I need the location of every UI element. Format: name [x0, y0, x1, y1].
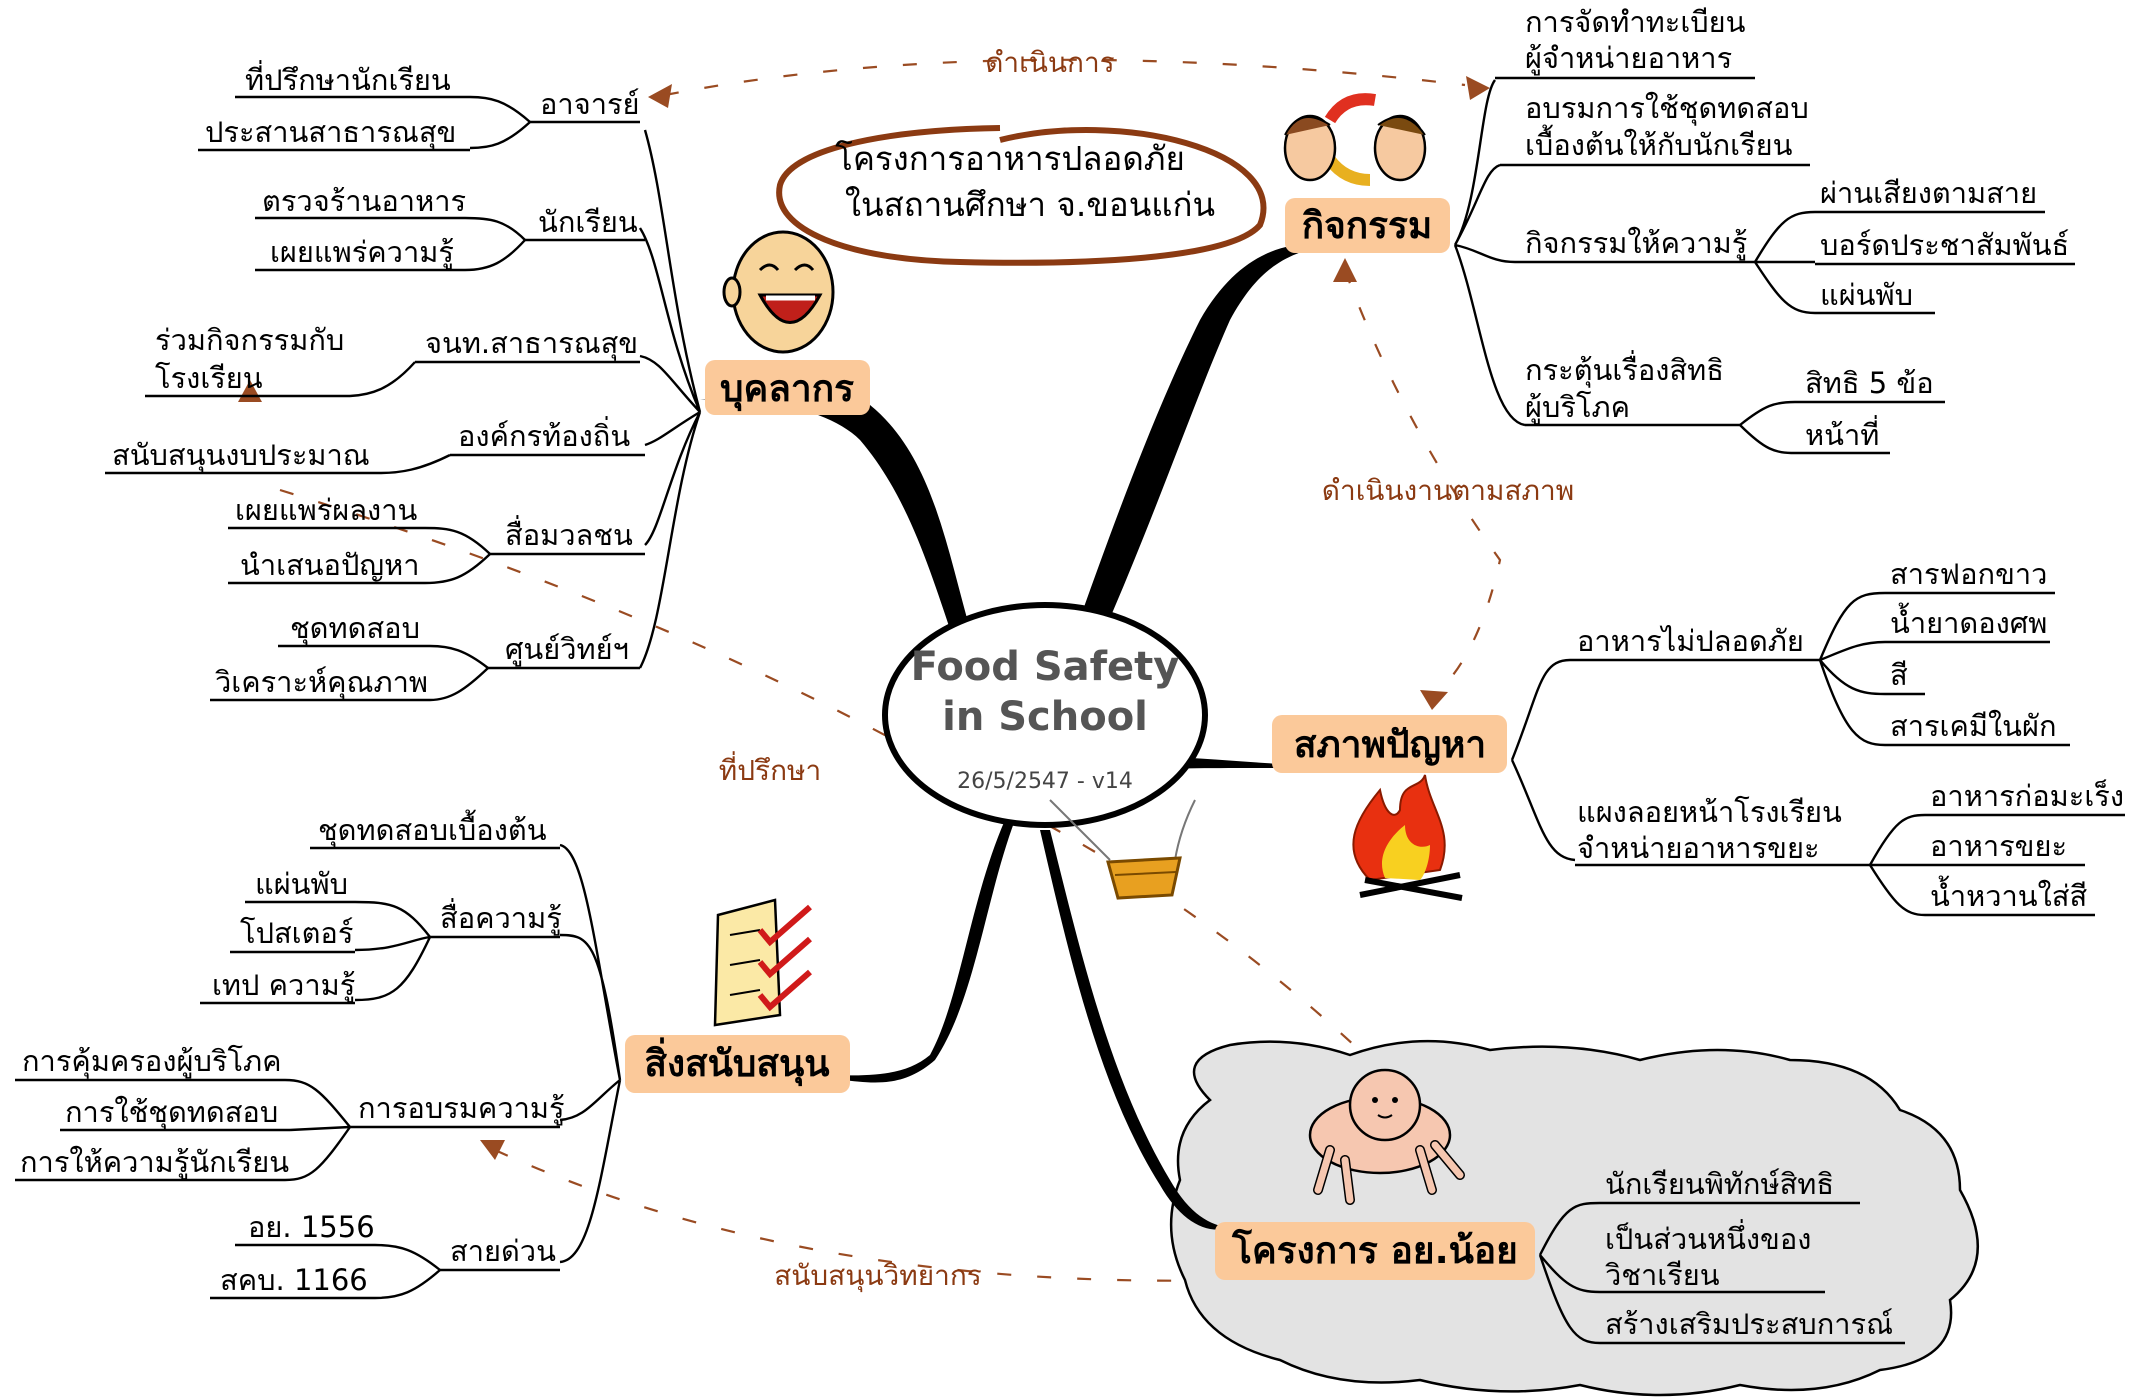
node-teacher-child-2[interactable]: ประสานสาธารณสุข: [205, 115, 456, 150]
arrowhead: [1466, 76, 1490, 100]
node-health-officer[interactable]: จนท.สาธารณสุข: [425, 326, 638, 361]
node-support-hotline[interactable]: สายด่วน: [450, 1234, 556, 1268]
node-training-line1[interactable]: อบรมการใช้ชุดทดสอบ: [1525, 91, 1809, 126]
node-unsafe-food[interactable]: อาหารไม่ปลอดภัย: [1577, 624, 1804, 658]
node-student-child-1[interactable]: ตรวจร้านอาหาร: [262, 184, 466, 218]
category-support[interactable]: สิ่งสนับสนุน: [644, 1037, 829, 1087]
relationship-label-operate: ดำเนินการ: [985, 46, 1114, 79]
node-teacher-child-1[interactable]: ที่ปรึกษานักเรียน: [245, 60, 451, 97]
node-student-child-2[interactable]: เผยแพร่ความรู้: [270, 235, 454, 270]
node-vendors-child-2[interactable]: อาหารขยะ: [1930, 829, 2067, 863]
category-young-fda[interactable]: โครงการ อย.น้อย: [1231, 1228, 1518, 1272]
category-box: [1215, 1222, 1535, 1280]
central-title-line1: Food Safety: [911, 644, 1180, 690]
category-box: [1285, 198, 1450, 253]
crawling-baby-icon: [1308, 1068, 1465, 1205]
central-ellipse: [882, 602, 1208, 828]
node-vendors-line1[interactable]: แผงลอยหน้าโรงเรียน: [1577, 795, 1842, 829]
category-activities[interactable]: กิจกรรม: [1302, 204, 1433, 247]
node-science-center-child-2[interactable]: วิเคราะห์คุณภาพ: [215, 665, 428, 700]
node-vendors-child-1[interactable]: อาหารก่อมะเร็ง: [1930, 778, 2124, 813]
node-rights-line2[interactable]: ผู้บริโภค: [1525, 390, 1630, 425]
node-rights-child-2[interactable]: หน้าที่: [1805, 415, 1879, 452]
node-young-fda-child-3[interactable]: วิชาเรียน: [1605, 1258, 1720, 1292]
project-title: โครงการอาหารปลอดภัย ในสถานศึกษา จ.ขอนแก่…: [776, 125, 1267, 266]
node-support-media-child-1[interactable]: ชุดทดสอบเบื้องต้น: [318, 809, 547, 848]
node-support-training-child-3[interactable]: การให้ความรู้นักเรียน: [20, 1145, 289, 1180]
node-media-child-2[interactable]: นำเสนอปัญหา: [240, 548, 419, 582]
relationship-line-operate: [664, 58, 1466, 97]
node-support-training-child-1[interactable]: การคุ้มครองผู้บริโภค: [22, 1044, 282, 1079]
laughing-face-icon: [722, 230, 835, 354]
node-local-org[interactable]: องค์กรท้องถิ่น: [458, 416, 630, 453]
version-text: 26/5/2547 - v14: [957, 769, 1133, 794]
relationship-label-advisor: ที่ปรึกษา: [719, 751, 821, 787]
node-young-fda-child-2[interactable]: เป็นส่วนหนึ่งของ: [1605, 1219, 1811, 1256]
central-node[interactable]: Food Safety in School 26/5/2547 - v14: [882, 602, 1208, 828]
relationship-line-by-condition: [1343, 269, 1502, 691]
node-health-officer-child-1[interactable]: ร่วมกิจกรรมกับ: [155, 323, 344, 357]
relationship-line-advisor: [279, 488, 1371, 1061]
node-support-media-child-2[interactable]: แผ่นพับ: [255, 867, 348, 901]
category-box: [705, 360, 870, 415]
node-vendors-child-3[interactable]: น้ำหวานใส่สี: [1930, 875, 2087, 913]
arrowhead: [1333, 258, 1357, 282]
central-title-line2: in School: [942, 694, 1148, 740]
category-box: [1272, 715, 1507, 773]
node-support-media[interactable]: สื่อความรู้: [440, 898, 562, 936]
node-support-hotline-child-2[interactable]: สคบ. 1166: [220, 1263, 368, 1297]
node-teacher[interactable]: อาจารย์: [540, 87, 640, 121]
branch-activities: กิจกรรม การจัดทำทะเบียน ผู้จำหน่ายอาหาร …: [1283, 5, 2075, 455]
checklist-icon: [713, 898, 812, 1027]
node-support-hotline-child-1[interactable]: อย. 1556: [248, 1210, 375, 1244]
relationship-label-by-condition: ดำเนินงานตามสภาพ: [1322, 474, 1574, 507]
node-unsafe-food-child-2[interactable]: น้ำยาดองศพ: [1890, 602, 2047, 640]
node-education-child-3[interactable]: แผ่นพับ: [1820, 278, 1913, 312]
node-science-center[interactable]: ศูนย์วิทย์ฯ: [505, 632, 629, 667]
node-local-org-child-1[interactable]: สนับสนุนงบประมาณ: [112, 438, 370, 473]
node-support-training[interactable]: การอบรมความรู้: [358, 1091, 565, 1126]
node-student[interactable]: นักเรียน: [538, 205, 638, 239]
node-support-media-child-3[interactable]: โปสเตอร์: [240, 916, 353, 950]
arrowhead: [480, 1140, 505, 1160]
node-education-child-2[interactable]: บอร์ดประชาสัมพันธ์: [1820, 228, 2069, 262]
node-rights-line1[interactable]: กระตุ้นเรื่องสิทธิ: [1525, 350, 1724, 388]
node-young-fda-child-1[interactable]: นักเรียนพิทักษ์สิทธิ: [1605, 1167, 1834, 1201]
exchange-people-icon: [1283, 93, 1427, 186]
node-science-center-child-1[interactable]: ชุดทดสอบ: [290, 611, 420, 646]
branch-personnel: บุคลากร อาจารย์ ที่ปรึกษานักเรียน ประสาน…: [105, 60, 870, 702]
node-registration-line2[interactable]: ผู้จำหน่ายอาหาร: [1525, 41, 1732, 76]
node-vendors-line2[interactable]: จำหน่ายอาหารขยะ: [1577, 831, 1820, 865]
project-title-line1: โครงการอาหารปลอดภัย: [835, 139, 1185, 178]
node-education[interactable]: กิจกรรมให้ความรู้: [1525, 226, 1747, 261]
node-unsafe-food-child-1[interactable]: สารฟอกขาว: [1890, 557, 2047, 591]
node-rights-child-1[interactable]: สิทธิ 5 ข้อ: [1805, 366, 1934, 400]
node-unsafe-food-child-4[interactable]: สารเคมีในผัก: [1890, 709, 2057, 743]
branch-problems: สภาพปัญหา อาหารไม่ปลอดภัย สารฟอกขาว น้ำย…: [1272, 557, 2125, 917]
arrowhead: [1420, 690, 1448, 710]
node-media[interactable]: สื่อมวลชน: [505, 515, 633, 552]
node-young-fda-child-4[interactable]: สร้างเสริมประสบการณ์: [1605, 1307, 1893, 1341]
node-education-child-1[interactable]: ผ่านเสียงตามสาย: [1820, 176, 2037, 210]
balloon-basket-icon: [1049, 799, 1196, 900]
node-health-officer-child-2[interactable]: โรงเรียน: [155, 361, 263, 395]
campfire-icon: [1352, 774, 1463, 901]
project-title-line2: ในสถานศึกษา จ.ขอนแก่น: [845, 185, 1215, 224]
category-personnel[interactable]: บุคลากร: [720, 367, 854, 412]
node-media-child-1[interactable]: เผยแพร่ผลงาน: [235, 493, 417, 527]
relationship-label-support: สนับสนุนวิทยากร: [774, 1259, 982, 1293]
category-box: [625, 1035, 850, 1093]
node-support-training-child-2[interactable]: การใช้ชุดทดสอบ: [65, 1095, 278, 1130]
category-problems[interactable]: สภาพปัญหา: [1294, 723, 1486, 766]
node-support-media-child-4[interactable]: เทป ความรู้: [212, 968, 355, 1003]
node-unsafe-food-child-3[interactable]: สี: [1890, 658, 1908, 692]
node-training-line2[interactable]: เบื้องต้นให้กับนักเรียน: [1525, 124, 1793, 162]
node-registration-line1[interactable]: การจัดทำทะเบียน: [1525, 5, 1746, 39]
branch-young-fda: โครงการ อย.น้อย นักเรียนพิทักษ์สิทธิ เป็…: [1215, 1068, 1905, 1345]
arrowhead: [648, 84, 672, 108]
branch-support: สิ่งสนับสนุน ชุดทดสอบเบื้องต้น สื่อความร…: [15, 809, 850, 1300]
